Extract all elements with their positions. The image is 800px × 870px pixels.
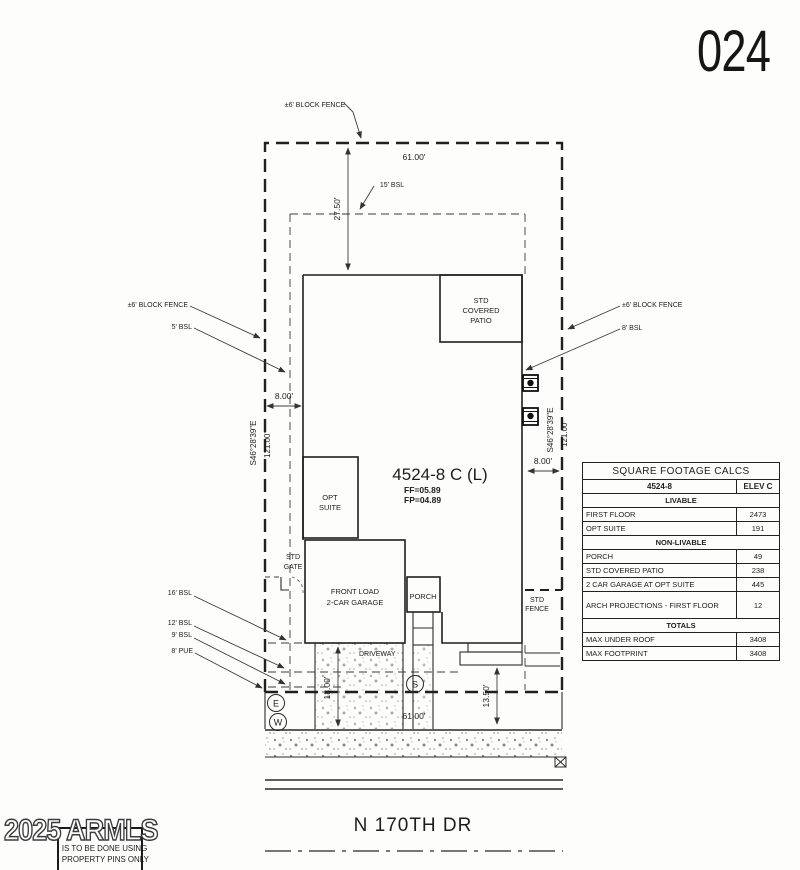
utility-meter-icon bbox=[522, 374, 539, 392]
gate-label-1: STD bbox=[286, 554, 300, 561]
table-title: SQUARE FOOTAGE CALCS bbox=[612, 465, 750, 477]
block-fence-label-top: ±6' BLOCK FENCE bbox=[285, 102, 346, 109]
table-row: STD COVERED PATIO 238 bbox=[583, 563, 779, 577]
survey-marker-icon bbox=[554, 756, 567, 768]
leader-lines bbox=[189, 102, 621, 689]
steps-and-walks bbox=[264, 611, 563, 729]
pue-8-label: 8' PUE bbox=[171, 648, 193, 655]
table-row: OPT SUITE 191 bbox=[583, 521, 779, 535]
bsl-5-label: 5' BSL bbox=[172, 324, 193, 331]
std-fence-label-1: STD bbox=[530, 597, 544, 604]
street-name: N 170TH DR bbox=[354, 815, 473, 836]
table-row: MAX FOOTPRINT 3408 bbox=[583, 646, 779, 660]
bsl-9-label: 9' BSL bbox=[172, 632, 193, 639]
bearing-left: S46°28'39"E bbox=[249, 421, 258, 466]
marker-s: S bbox=[412, 680, 418, 690]
patio-label-3: PATIO bbox=[470, 316, 492, 325]
table-section: NON-LIVABLE bbox=[583, 535, 779, 549]
rear-setback-dim: 27.50' bbox=[332, 197, 342, 220]
porch-label: PORCH bbox=[409, 592, 436, 601]
square-footage-table: SQUARE FOOTAGE CALCS 4524-8 ELEV C LIVAB… bbox=[582, 462, 780, 661]
lot-boundary-fence bbox=[263, 141, 564, 694]
side-dim-left: 8.00' bbox=[275, 391, 294, 401]
driveway-label: DRIVEWAY bbox=[359, 651, 396, 658]
street-lines bbox=[265, 729, 563, 852]
table-section: TOTALS bbox=[583, 618, 779, 632]
table-row: 4524-8 ELEV C bbox=[583, 479, 779, 493]
bsl-12-label: 12' BSL bbox=[168, 620, 192, 627]
garage-label-2: 2-CAR GARAGE bbox=[327, 598, 384, 607]
gate-label-2: GATE bbox=[284, 564, 303, 571]
drive-depth-dim: 18.00' bbox=[322, 676, 332, 699]
notice-line-1: IS TO BE DONE USING bbox=[61, 843, 148, 853]
walk-depth-dim: 13.50' bbox=[481, 684, 491, 707]
setback-lines bbox=[268, 213, 526, 692]
utility-meter-icon bbox=[522, 407, 539, 426]
marker-w: W bbox=[274, 718, 283, 728]
table-row: PORCH 49 bbox=[583, 549, 779, 563]
bsl-16-label: 16' BSL bbox=[168, 590, 192, 597]
block-fence-label-right: ±6' BLOCK FENCE bbox=[622, 302, 683, 309]
pad-elevation: FP=04.89 bbox=[404, 495, 441, 505]
table-row: FIRST FLOOR 2473 bbox=[583, 507, 779, 521]
armls-watermark: 2025 ARMLS bbox=[3, 813, 159, 848]
sidewalk-surface bbox=[265, 731, 562, 757]
side-length-left: 121.00' bbox=[263, 432, 272, 458]
table-row: ARCH PROJECTIONS - FIRST FLOOR 12 bbox=[583, 591, 779, 618]
std-gate-symbol bbox=[265, 576, 304, 594]
opt-suite-label-2: SUITE bbox=[319, 503, 341, 512]
dimension-lines bbox=[266, 147, 560, 727]
property-pins-notice: IS TO BE DONE USING PROPERTY PINS ONLY bbox=[57, 827, 149, 870]
lot-width-top: 61.00' bbox=[403, 152, 426, 162]
side-dim-right: 8.00' bbox=[534, 456, 553, 466]
table-section: LIVABLE bbox=[583, 493, 779, 507]
bsl-8-label: 8' BSL bbox=[622, 325, 643, 332]
ff-elevation: FF=05.89 bbox=[404, 485, 441, 495]
patio-label-1: STD bbox=[474, 296, 490, 305]
bearing-right: S46°28'39"E bbox=[546, 408, 555, 453]
block-fence-label-left: ±6' BLOCK FENCE bbox=[128, 302, 189, 309]
marker-e: E bbox=[273, 699, 279, 709]
garage-label-1: FRONT LOAD bbox=[331, 587, 380, 596]
side-length-right: 121.00' bbox=[560, 421, 569, 447]
table-row: 2 CAR GARAGE AT OPT SUITE 445 bbox=[583, 577, 779, 591]
bsl-15-label: 15' BSL bbox=[380, 182, 404, 189]
patio-label-2: COVERED bbox=[462, 306, 500, 315]
table-row: MAX UNDER ROOF 3408 bbox=[583, 632, 779, 646]
opt-suite-label-1: OPT bbox=[322, 493, 338, 502]
lot-width-bottom: 61.00' bbox=[403, 711, 426, 721]
reference-markers bbox=[267, 675, 424, 731]
page-number: 024 bbox=[697, 19, 771, 84]
std-fence-label-2: FENCE bbox=[525, 606, 549, 613]
notice-line-2: PROPERTY PINS ONLY bbox=[61, 853, 149, 864]
model-label: 4524-8 C (L) bbox=[392, 465, 487, 484]
